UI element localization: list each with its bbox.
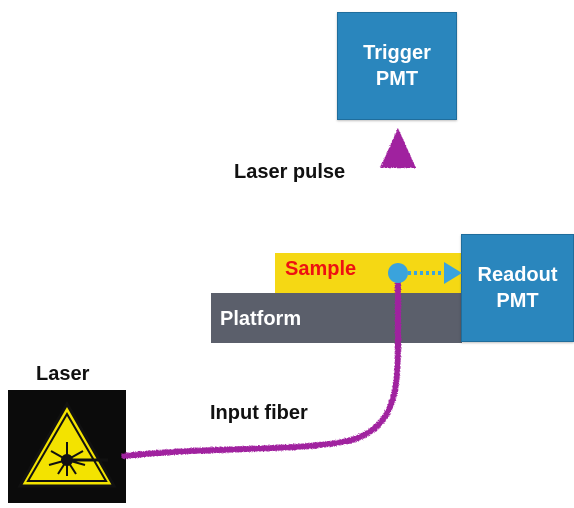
trigger-pmt-label: Trigger PMT <box>363 42 431 90</box>
readout-pmt-label: Readout PMT <box>477 264 558 312</box>
platform-label: Platform <box>220 308 302 330</box>
sample-label: Sample <box>285 258 357 280</box>
laser-device <box>8 390 126 503</box>
readout-pmt-box: Readout PMT <box>461 234 574 342</box>
laser-label: Laser <box>36 363 90 385</box>
laser-pulse-label: Laser pulse <box>234 161 346 183</box>
laser-warning-icon <box>17 400 117 488</box>
input-fiber-label: Input fiber <box>210 402 308 424</box>
trigger-pmt-box: Trigger PMT <box>337 12 457 120</box>
laser-pulse-arrowhead <box>380 128 416 168</box>
